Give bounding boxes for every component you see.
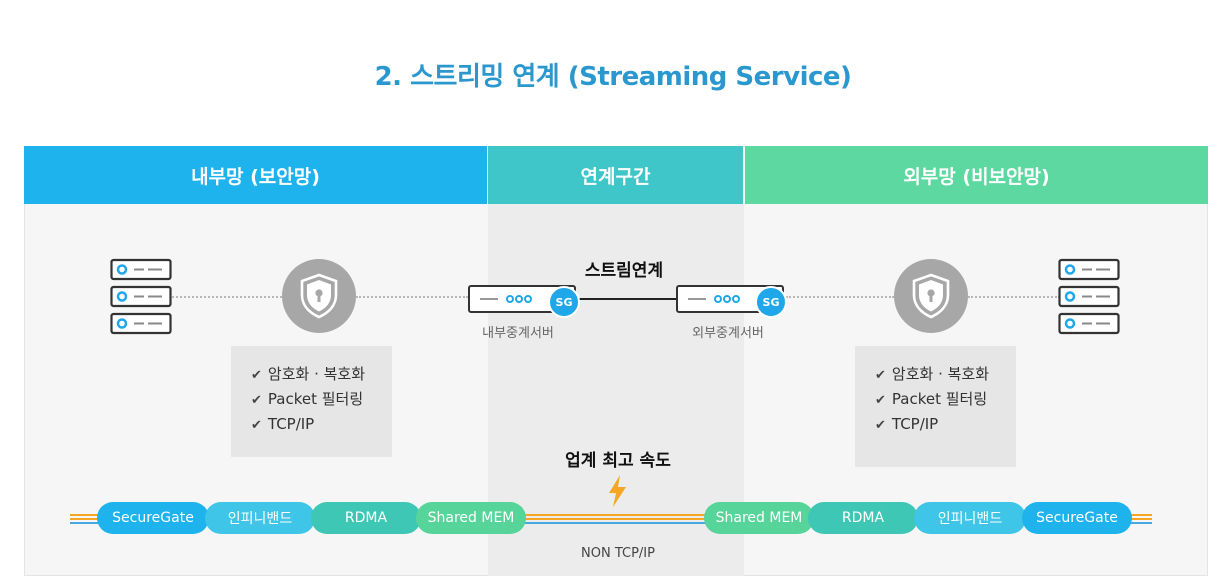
feature-item: ✔TCP/IP: [251, 412, 392, 437]
feature-item: ✔Packet 필터링: [251, 387, 392, 412]
page-title: 2. 스트리밍 연계 (Streaming Service): [374, 62, 852, 92]
pill-shared-mem-left: Shared MEM: [416, 502, 526, 534]
checkmark-icon: ✔: [251, 393, 262, 408]
feature-list-external: ✔암호화 · 복호화 ✔Packet 필터링 ✔TCP/IP: [855, 346, 1016, 467]
checkmark-icon: ✔: [251, 418, 262, 433]
shield-lock-icon: [282, 259, 356, 333]
dotted-line-right-2: [968, 296, 1060, 298]
server-rack-icon: [110, 258, 172, 340]
relay-server-internal-label: 내부중계서버: [482, 326, 554, 341]
stream-link-line: [576, 298, 676, 300]
sg-badge: SG: [548, 286, 580, 318]
header-external: 외부망 (비보안망): [745, 146, 1208, 204]
feature-item: ✔Packet 필터링: [875, 387, 1016, 412]
checkmark-icon: ✔: [875, 368, 886, 383]
checkmark-icon: ✔: [875, 418, 886, 433]
pill-rdma-left: RDMA: [311, 502, 421, 534]
dotted-line-left-2: [356, 296, 468, 298]
feature-item: ✔암호화 · 복호화: [875, 362, 1016, 387]
non-tcp-label: NON TCP/IP: [581, 546, 655, 561]
header-middle: 연계구간: [488, 146, 743, 204]
pill-securegate-left: SecureGate: [97, 502, 209, 534]
header-internal: 내부망 (보안망): [24, 146, 487, 204]
pill-shared-mem-right: Shared MEM: [704, 502, 814, 534]
relay-server-external-label: 외부중계서버: [692, 326, 764, 341]
pill-rdma-right: RDMA: [808, 502, 918, 534]
pill-securegate-right: SecureGate: [1022, 502, 1132, 534]
feature-list-internal: ✔암호화 · 복호화 ✔Packet 필터링 ✔TCP/IP: [231, 346, 392, 457]
server-rack-icon: [1058, 258, 1120, 340]
dotted-line-left-1: [172, 296, 282, 298]
pill-infiniband-left: 인피니밴드: [205, 502, 315, 534]
speed-label: 업계 최고 속도: [565, 451, 671, 471]
feature-item: ✔TCP/IP: [875, 412, 1016, 437]
lightning-bolt-icon: [606, 474, 628, 512]
pill-infiniband-right: 인피니밴드: [914, 502, 1026, 534]
dotted-line-right-1: [786, 296, 894, 298]
stream-link-label: 스트림연계: [584, 261, 664, 281]
sg-badge: SG: [755, 286, 787, 318]
shield-lock-icon: [894, 259, 968, 333]
checkmark-icon: ✔: [875, 393, 886, 408]
checkmark-icon: ✔: [251, 368, 262, 383]
feature-item: ✔암호화 · 복호화: [251, 362, 392, 387]
